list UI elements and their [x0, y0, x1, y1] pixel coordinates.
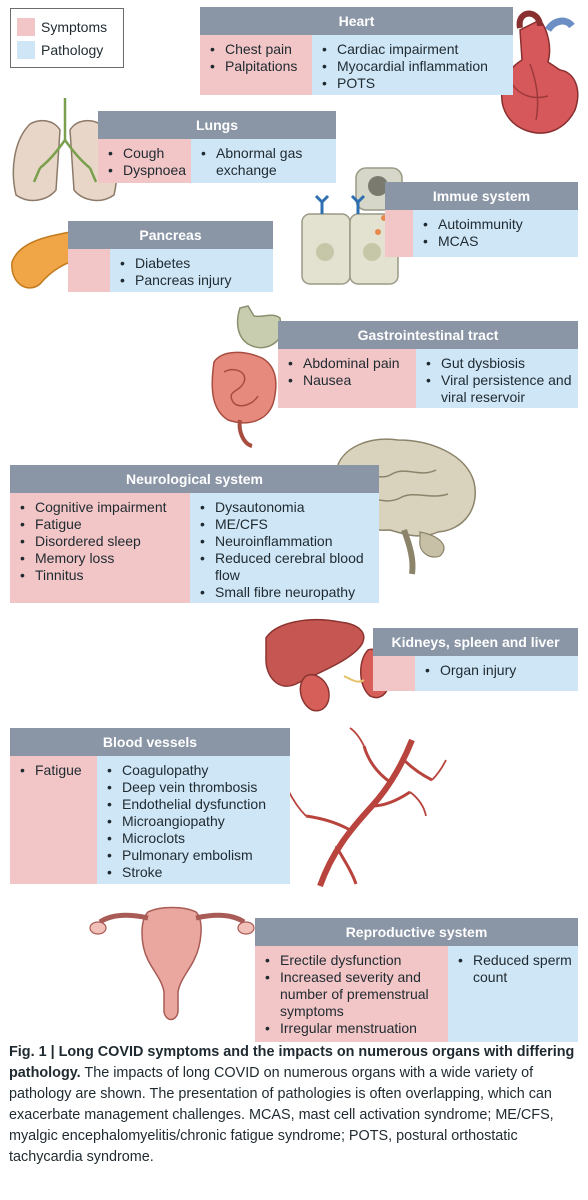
- blood-vessels-illustration: [287, 727, 447, 887]
- pathology-item: Autoimmunity: [423, 216, 572, 233]
- repro-box: Reproductive system Erectile dysfunction…: [255, 918, 578, 1042]
- figure-caption: Fig. 1 | Long COVID symptoms and the imp…: [9, 1042, 579, 1168]
- repro-title: Reproductive system: [255, 918, 578, 946]
- pathology-item: Neuroinflammation: [200, 533, 373, 550]
- gi-tract-illustration: [211, 305, 283, 448]
- gi-pathology: Gut dysbiosis Viral persistence and vira…: [416, 349, 578, 408]
- pathology-swatch: [17, 41, 35, 59]
- pathology-item: Endothelial dysfunction: [107, 796, 284, 813]
- pathology-item: Abnormal gas exchange: [201, 145, 330, 179]
- neuro-symptoms: Cognitive impairment Fatigue Disordered …: [10, 493, 190, 603]
- gi-title: Gastrointestinal tract: [278, 321, 578, 349]
- repro-pathology: Reduced sperm count: [448, 946, 578, 1042]
- lungs-pathology: Abnormal gas exchange: [191, 139, 336, 183]
- vessels-box: Blood vessels Fatigue Coagulopathy Deep …: [10, 728, 290, 884]
- symptom-item: Cognitive impairment: [20, 499, 184, 516]
- symptom-item: Fatigue: [20, 516, 184, 533]
- pancreas-box: Pancreas Diabetes Pancreas injury: [68, 221, 273, 292]
- lungs-title: Lungs: [98, 111, 336, 139]
- symptom-item: Abdominal pain: [288, 355, 410, 372]
- kidneys-title: Kidneys, spleen and liver: [373, 628, 578, 656]
- pathology-item: ME/CFS: [200, 516, 373, 533]
- symptom-item: Dyspnoea: [108, 162, 186, 179]
- pathology-item: Diabetes: [120, 255, 267, 272]
- pathology-item: Myocardial inflammation: [322, 58, 507, 75]
- symptom-item: Increased severity and number of premens…: [265, 969, 442, 1020]
- pathology-item: Reduced sperm count: [458, 952, 572, 986]
- heart-title: Heart: [200, 7, 513, 35]
- lungs-box: Lungs Cough Dyspnoea Abnormal gas exchan…: [98, 111, 336, 183]
- pathology-item: Dysautonomia: [200, 499, 373, 516]
- neuro-pathology: Dysautonomia ME/CFS Neuroinflammation Re…: [190, 493, 379, 603]
- neuro-title: Neurological system: [10, 465, 379, 493]
- pathology-item: Microangiopathy: [107, 813, 284, 830]
- pancreas-pathology: Diabetes Pancreas injury: [110, 249, 273, 292]
- heart-pathology: Cardiac impairment Myocardial inflammati…: [312, 35, 513, 95]
- caption-text: The impacts of long COVID on numerous or…: [9, 1065, 554, 1165]
- kidneys-box: Kidneys, spleen and liver Organ injury: [373, 628, 578, 691]
- lungs-symptoms: Cough Dyspnoea: [98, 139, 191, 183]
- legend-symptoms: Symptoms: [17, 18, 107, 36]
- symptom-item: Chest pain: [210, 41, 306, 58]
- symptom-item: Palpitations: [210, 58, 306, 75]
- pathology-item: Reduced cerebral blood flow: [200, 550, 373, 584]
- kidneys-pathology: Organ injury: [415, 656, 578, 691]
- symptoms-swatch: [17, 18, 35, 36]
- neuro-box: Neurological system Cognitive impairment…: [10, 465, 379, 603]
- vessels-title: Blood vessels: [10, 728, 290, 756]
- pathology-item: Deep vein thrombosis: [107, 779, 284, 796]
- legend-pathology: Pathology: [17, 41, 103, 59]
- uterus-illustration: [89, 906, 255, 1021]
- caption-label: Fig. 1 | Long COVID symptoms and the imp…: [9, 1044, 575, 1081]
- pathology-item: Pulmonary embolism: [107, 847, 284, 864]
- symptom-item: Fatigue: [20, 762, 91, 779]
- symptom-item: Tinnitus: [20, 567, 184, 584]
- symptoms-label: Symptoms: [41, 19, 108, 35]
- heart-box: Heart Chest pain Palpitations Cardiac im…: [200, 7, 513, 95]
- pathology-item: Coagulopathy: [107, 762, 284, 779]
- kidneys-symptoms: [373, 656, 415, 691]
- symptom-item: Disordered sleep: [20, 533, 184, 550]
- pathology-item: Viral persistence and viral reservoir: [426, 372, 572, 406]
- immune-box: Immue system Autoimmunity MCAS: [385, 182, 578, 257]
- immune-title: Immue system: [385, 182, 578, 210]
- pathology-item: Gut dysbiosis: [426, 355, 572, 372]
- vessels-symptoms: Fatigue: [10, 756, 97, 884]
- pathology-item: Small fibre neuropathy: [200, 584, 373, 601]
- repro-symptoms: Erectile dysfunction Increased severity …: [255, 946, 448, 1042]
- pathology-label: Pathology: [41, 42, 104, 58]
- gi-box: Gastrointestinal tract Abdominal pain Na…: [278, 321, 578, 408]
- vessels-pathology: Coagulopathy Deep vein thrombosis Endoth…: [97, 756, 290, 884]
- symptom-item: Irregular menstruation: [265, 1020, 442, 1037]
- pathology-item: Microclots: [107, 830, 284, 847]
- immune-pathology: Autoimmunity MCAS: [413, 210, 578, 257]
- gi-symptoms: Abdominal pain Nausea: [278, 349, 416, 408]
- symptom-item: Cough: [108, 145, 185, 162]
- heart-symptoms: Chest pain Palpitations: [200, 35, 312, 95]
- symptom-item: Memory loss: [20, 550, 184, 567]
- legend: Symptoms Pathology: [10, 8, 124, 68]
- pancreas-title: Pancreas: [68, 221, 273, 249]
- symptom-item: Erectile dysfunction: [265, 952, 442, 969]
- pathology-item: Cardiac impairment: [322, 41, 507, 58]
- immune-symptoms: [385, 210, 413, 257]
- pathology-item: Pancreas injury: [120, 272, 267, 289]
- kidneys-spleen-liver-illustration: [265, 619, 390, 712]
- pancreas-symptoms: [68, 249, 110, 292]
- pathology-item: POTS: [322, 75, 507, 92]
- pathology-item: Stroke: [107, 864, 284, 881]
- pathology-item: Organ injury: [425, 662, 572, 679]
- heart-illustration: [501, 10, 579, 134]
- pathology-item: MCAS: [423, 233, 572, 250]
- symptom-item: Nausea: [288, 372, 410, 389]
